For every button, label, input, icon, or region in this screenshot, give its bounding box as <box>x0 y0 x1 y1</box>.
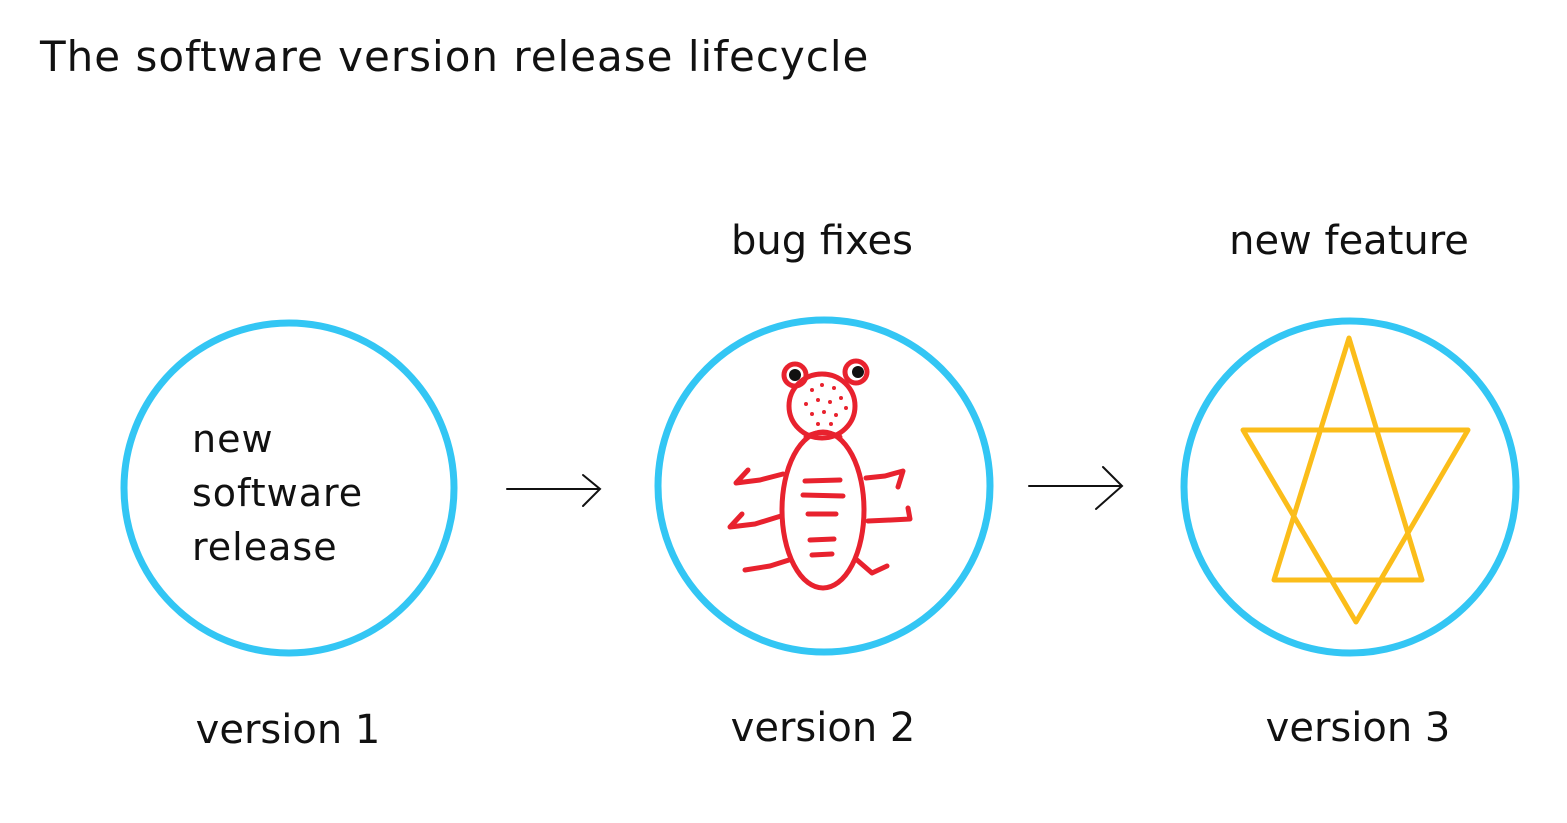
stage-3-caption: new feature <box>1229 218 1469 264</box>
stage-2-label: version 2 <box>730 705 916 751</box>
inner-text-line: new <box>192 417 274 461</box>
stage-3-label: version 3 <box>1265 705 1451 751</box>
star-icon <box>1240 335 1471 625</box>
stage-1-inner-text: new software release <box>192 412 363 574</box>
bug-eyes <box>789 366 864 381</box>
diagram-title: The software version release lifecycle <box>40 32 870 81</box>
arrow-2-to-3 <box>1028 466 1124 510</box>
bug-head-spots <box>804 383 848 426</box>
stage-1-label: version 1 <box>195 707 381 753</box>
stage-2-circle <box>654 316 994 656</box>
arrow-1-to-2 <box>506 474 602 507</box>
inner-text-line: software <box>192 471 364 515</box>
stage-2-caption: bug fixes <box>731 218 913 264</box>
inner-text-line: release <box>192 525 338 569</box>
stage-1-circle <box>120 319 458 657</box>
bug-icon <box>727 358 913 591</box>
stage-3-circle <box>1180 317 1520 657</box>
